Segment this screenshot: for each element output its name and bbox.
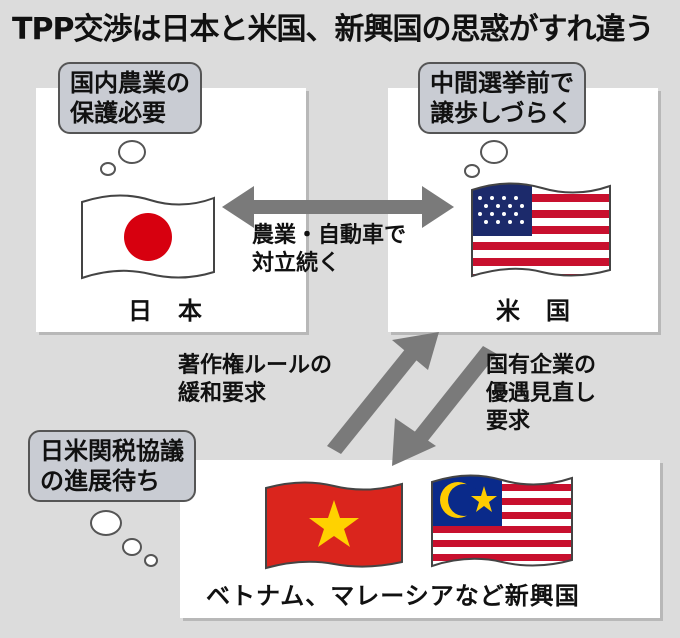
usa-thought-bubble: 中間選挙前で 譲歩しづらく <box>418 62 586 134</box>
usa-bubble-line2: 譲歩しづらく <box>430 99 573 127</box>
us-to-emerging-line1: 国有企業の <box>486 353 597 378</box>
us-to-emerging-line2: 優遇見直し <box>486 381 597 406</box>
japan-bubble-dot <box>100 162 116 176</box>
emerging-bubble-line1: 日米関税協議 <box>40 437 184 465</box>
japan-label: 日本 <box>128 297 228 325</box>
japan-us-relation-line2: 対立続く <box>252 251 341 276</box>
page-title: TPP交渉は日本と米国、新興国の思惑がすれ違う <box>12 12 654 47</box>
japan-us-double-arrow <box>222 186 454 228</box>
usa-bubble-dot <box>464 164 480 178</box>
usa-label: 米国 <box>496 297 596 325</box>
emerging-to-us-line2: 緩和要求 <box>178 381 267 406</box>
usa-bubble-dot <box>480 140 508 164</box>
usa-flag-icon <box>466 178 616 288</box>
us-to-emerging-arrow <box>392 346 497 466</box>
us-to-emerging-demand-label: 国有企業の 優遇見直し 要求 <box>486 352 596 436</box>
japan-bubble-line1: 国内農業の <box>70 69 190 97</box>
emerging-to-us-line1: 著作権ルールの <box>178 353 333 378</box>
emerging-label: ベトナム、マレーシアなど新興国 <box>206 582 580 610</box>
emerging-to-us-demand-label: 著作権ルールの 緩和要求 <box>178 352 332 408</box>
japan-us-relation-label: 農業・自動車で 対立続く <box>252 222 406 278</box>
vietnam-flag-icon <box>262 476 406 576</box>
japan-us-relation-line1: 農業・自動車で <box>252 223 407 248</box>
japan-flag-icon <box>78 188 218 292</box>
japan-thought-bubble: 国内農業の 保護必要 <box>58 62 202 134</box>
japan-bubble-dot <box>118 140 146 164</box>
japan-bubble-line2: 保護必要 <box>70 99 166 127</box>
emerging-to-us-arrow <box>327 332 439 454</box>
emerging-bubble-dot <box>90 510 122 536</box>
emerging-panel <box>180 460 660 618</box>
emerging-bubble-line2: の進展待ち <box>40 467 160 495</box>
emerging-bubble-dot <box>122 538 142 556</box>
usa-bubble-line1: 中間選挙前で <box>430 69 574 97</box>
malaysia-flag-icon <box>428 470 576 576</box>
us-to-emerging-line3: 要求 <box>486 409 531 434</box>
emerging-bubble-dot <box>144 554 158 567</box>
emerging-thought-bubble: 日米関税協議 の進展待ち <box>28 430 196 502</box>
